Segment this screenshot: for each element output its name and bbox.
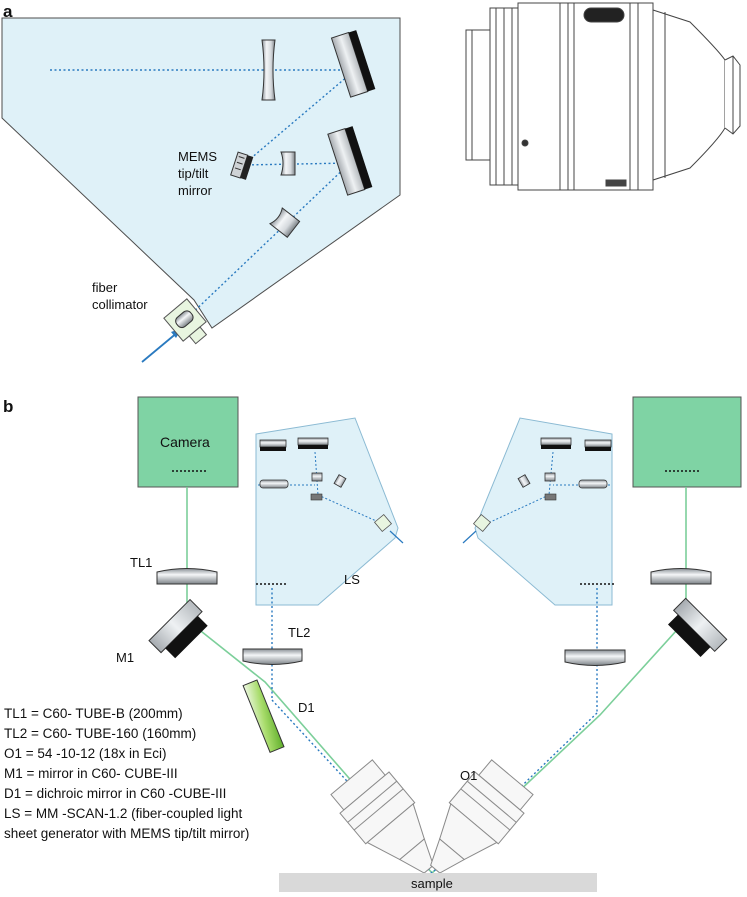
legend-line: TL2 = C60- TUBE-160 (160mm) — [4, 726, 196, 741]
lens-a-tilted — [269, 207, 301, 238]
mirror-m1 — [148, 598, 208, 659]
light-sheet-scanner-right — [462, 417, 614, 606]
tube-lens-right-top — [650, 568, 712, 585]
tube-lens-tl2 — [242, 648, 303, 665]
tl2-label: TL2 — [288, 625, 310, 640]
tl1-label: TL1 — [130, 555, 152, 570]
svg-text:MEMS: MEMS — [178, 149, 217, 164]
objective-o1-right — [430, 759, 534, 874]
d1-label: D1 — [298, 700, 315, 715]
svg-text:tip/tilt: tip/tilt — [178, 166, 209, 181]
svg-text:mirror: mirror — [178, 183, 213, 198]
legend-line: sheet generator with MEMS tip/tilt mirro… — [4, 826, 249, 841]
panel-a-label: a — [3, 2, 13, 21]
component-legend: TL1 = C60- TUBE-B (200mm) TL2 = C60- TUB… — [4, 706, 249, 841]
mems-label: MEMS tip/tilt mirror — [178, 149, 217, 198]
illumination-path-b — [271, 588, 598, 874]
camera-right — [632, 396, 742, 488]
sample-label: sample — [411, 876, 453, 891]
light-sheet-scanner-left — [255, 417, 404, 606]
legend-line: TL1 = C60- TUBE-B (200mm) — [4, 706, 183, 721]
lens-a-top — [261, 39, 276, 101]
fiber-collimator — [163, 298, 208, 345]
lens-a-small — [280, 151, 296, 176]
camera-left: Camera — [137, 396, 239, 488]
svg-text:collimator: collimator — [92, 297, 148, 312]
input-beam-arrow — [141, 331, 179, 363]
mirror-a-top — [330, 30, 376, 98]
scanner-housing-drawing — [465, 2, 741, 191]
mems-mirror — [230, 151, 254, 180]
o1-label: O1 — [460, 768, 477, 783]
scanner-housing-a — [1, 17, 401, 329]
mirror-right — [668, 597, 728, 657]
ls-label: LS — [344, 572, 360, 587]
svg-text:fiber: fiber — [92, 280, 118, 295]
panel-b-label: b — [3, 397, 13, 416]
sample-stage — [279, 873, 597, 892]
legend-line: M1 = mirror in C60- CUBE-III — [4, 766, 178, 781]
legend-line: LS = MM -SCAN-1.2 (fiber-coupled light — [4, 806, 242, 821]
dichroic-d1 — [242, 679, 285, 754]
objective-o1-left — [330, 759, 434, 874]
tube-lens-tl1 — [156, 568, 218, 585]
mirror-a-middle — [327, 126, 373, 196]
m1-label: M1 — [116, 650, 134, 665]
legend-line: D1 = dichroic mirror in C60 -CUBE-III — [4, 786, 226, 801]
camera-label: Camera — [160, 434, 210, 450]
legend-line: O1 = 54 -10-12 (18x in Eci) — [4, 746, 166, 761]
tube-lens-right-bottom — [564, 649, 626, 666]
collimator-label: fiber collimator — [92, 280, 148, 312]
illumination-beam-a — [50, 69, 356, 321]
